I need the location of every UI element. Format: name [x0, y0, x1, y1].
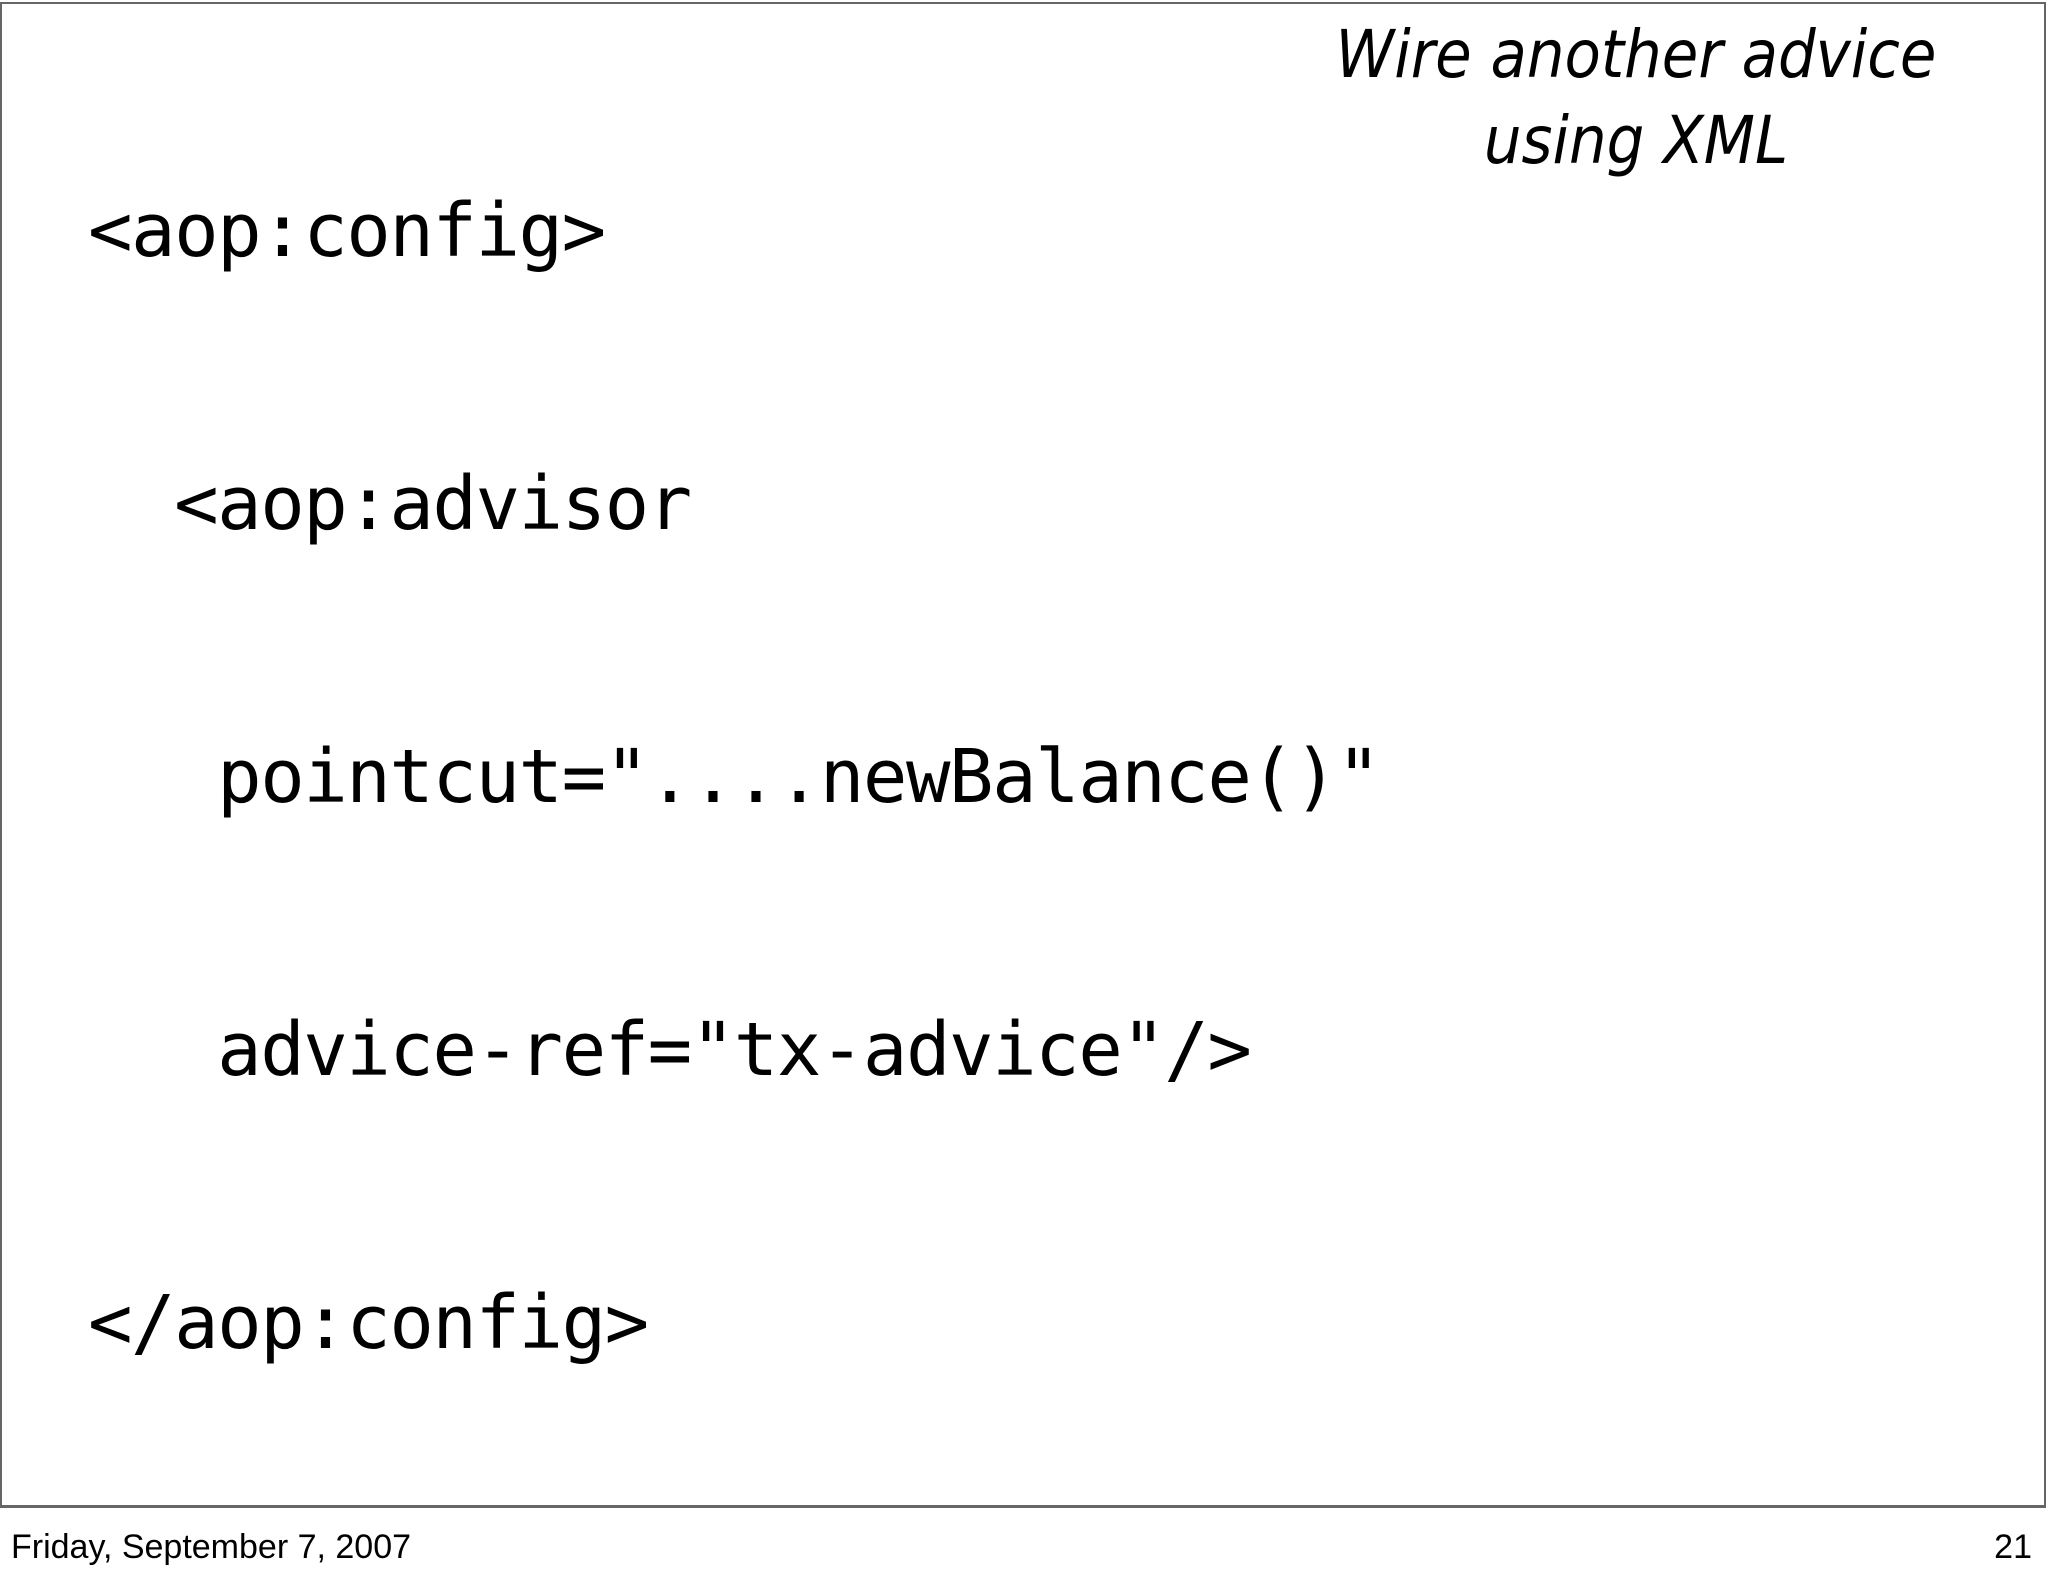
- code-line: <aop:config>: [88, 188, 606, 274]
- code-line: advice-ref="tx-advice"/>: [88, 1007, 1252, 1093]
- slide-footer: Friday, September 7, 2007 21: [0, 1511, 2048, 1587]
- footer-date: Friday, September 7, 2007: [11, 1528, 412, 1566]
- annotation-line-2: using XML: [1483, 102, 1789, 179]
- code-line: </aop:config>: [88, 1280, 649, 1366]
- footer-page-number: 21: [1994, 1528, 2032, 1566]
- annotation-line-1: Wire another advice: [1335, 16, 1937, 93]
- code-line: pointcut="....newBalance()": [88, 734, 1381, 820]
- xml-code-block: <aop:config> <aop:advisor pointcut="....…: [88, 4, 1588, 1505]
- annotation-callout: Wire another advice using XML: [1256, 12, 2016, 184]
- code-line: <aop:advisor: [88, 461, 692, 547]
- slide-canvas: <aop:config> <aop:advisor pointcut="....…: [0, 2, 2046, 1508]
